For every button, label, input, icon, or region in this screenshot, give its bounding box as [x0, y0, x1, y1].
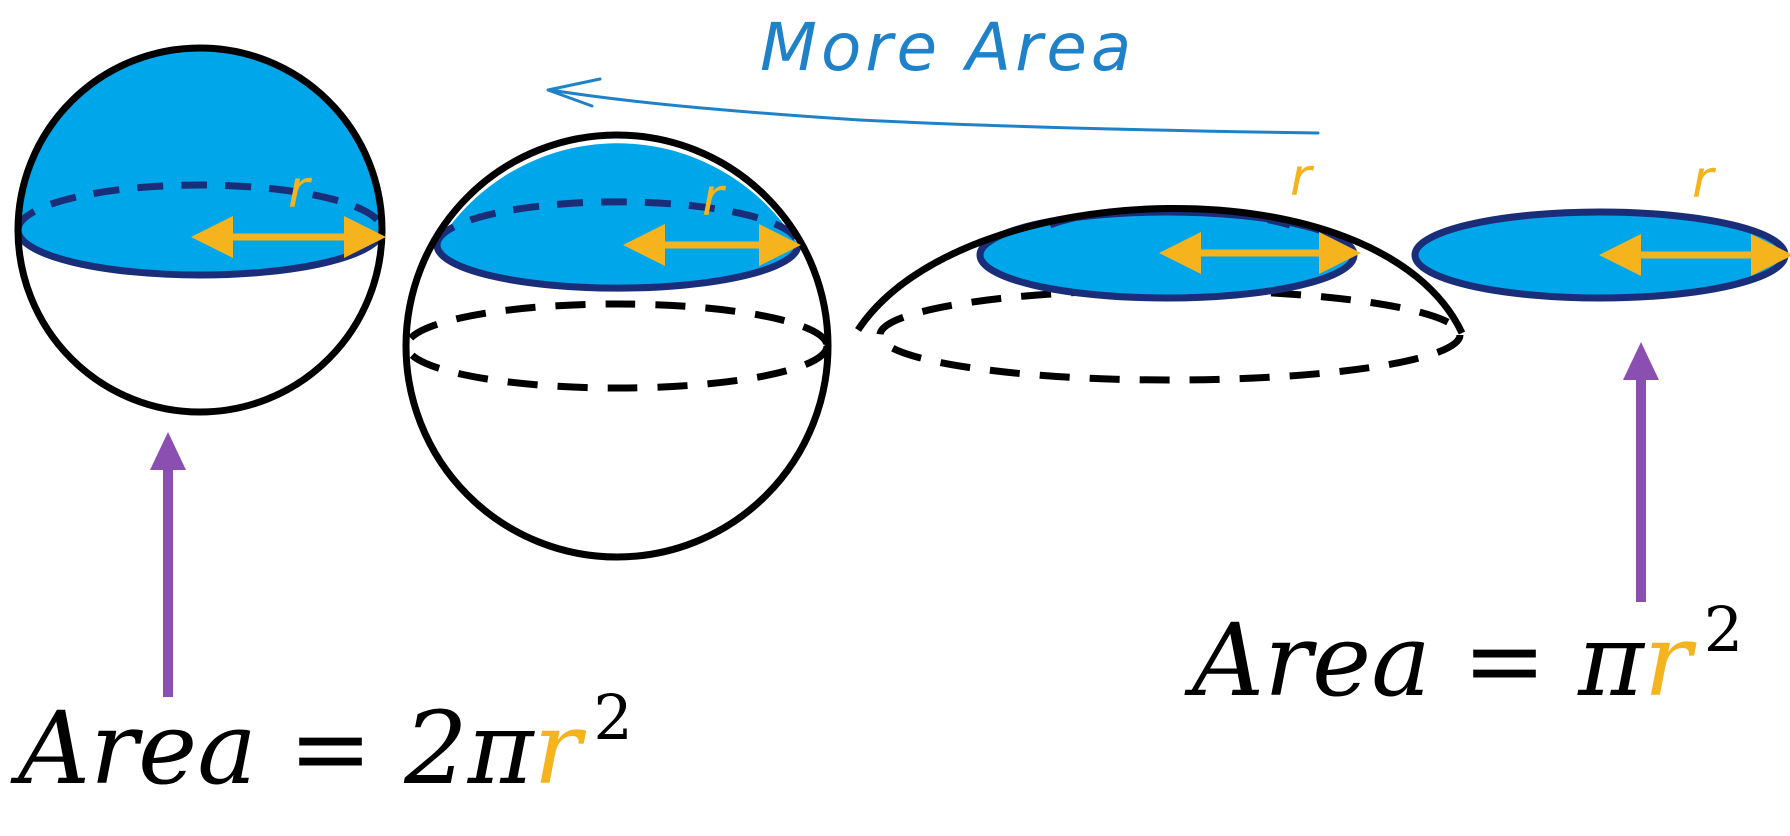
hemisphere-cap [18, 48, 382, 275]
sphere-2-outline [402, 131, 832, 561]
formula-left-variable: r [534, 690, 587, 807]
shallow-cap-arc [855, 204, 1466, 335]
hemisphere-rim-back [14, 181, 386, 231]
formula-right-variable: r [1644, 602, 1697, 719]
formula-right-exponent: 2 [1704, 593, 1743, 666]
radius-label: r [1692, 150, 1717, 210]
left-pointer-arrow [150, 432, 186, 697]
sphere-hemisphere: r [14, 44, 386, 416]
radius-label: r [288, 160, 313, 220]
flat-disk: r [1411, 150, 1790, 302]
sphere-partial-cap: r [402, 131, 832, 561]
more-area-arrow-head [546, 77, 602, 108]
formula-right-prefix: Area = π [1184, 602, 1646, 719]
radius-label: r [1290, 148, 1315, 208]
shallow-cap: r [855, 148, 1466, 384]
formula-left-prefix: Area = 2π [10, 690, 536, 807]
more-area-label: More Area [760, 9, 1135, 86]
right-pointer-arrow [1623, 342, 1659, 602]
more-area-arrow-line [548, 88, 1320, 135]
shallow-base-dashed [876, 286, 1464, 384]
equator-dashed [403, 300, 831, 392]
formula-left-exponent: 2 [593, 681, 632, 754]
radius-label: r [702, 168, 727, 228]
